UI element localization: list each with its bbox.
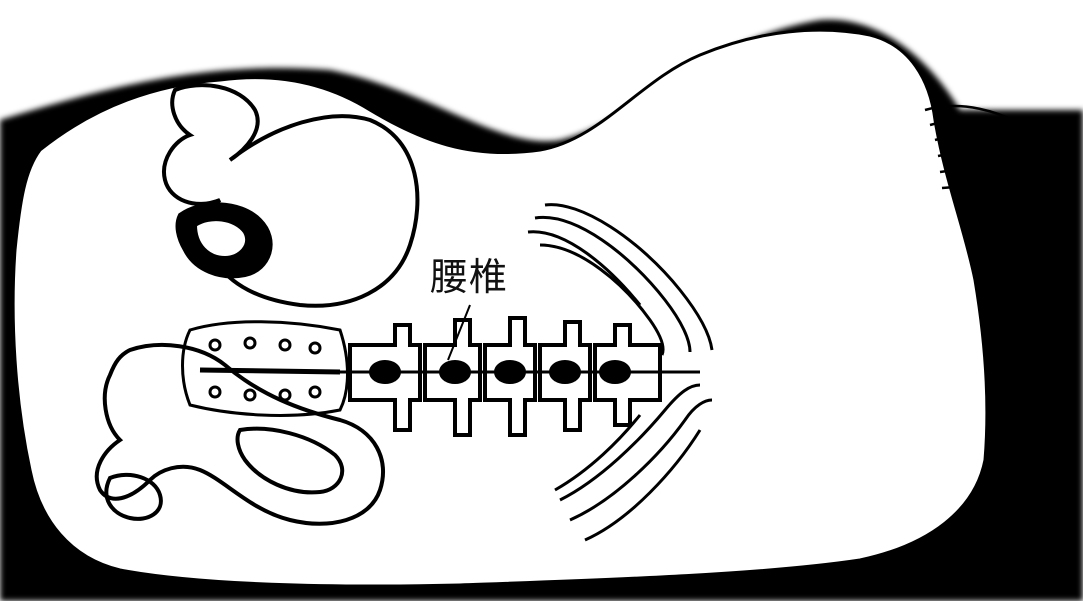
lumbar-vertebrae-label: 腰椎: [430, 258, 508, 296]
